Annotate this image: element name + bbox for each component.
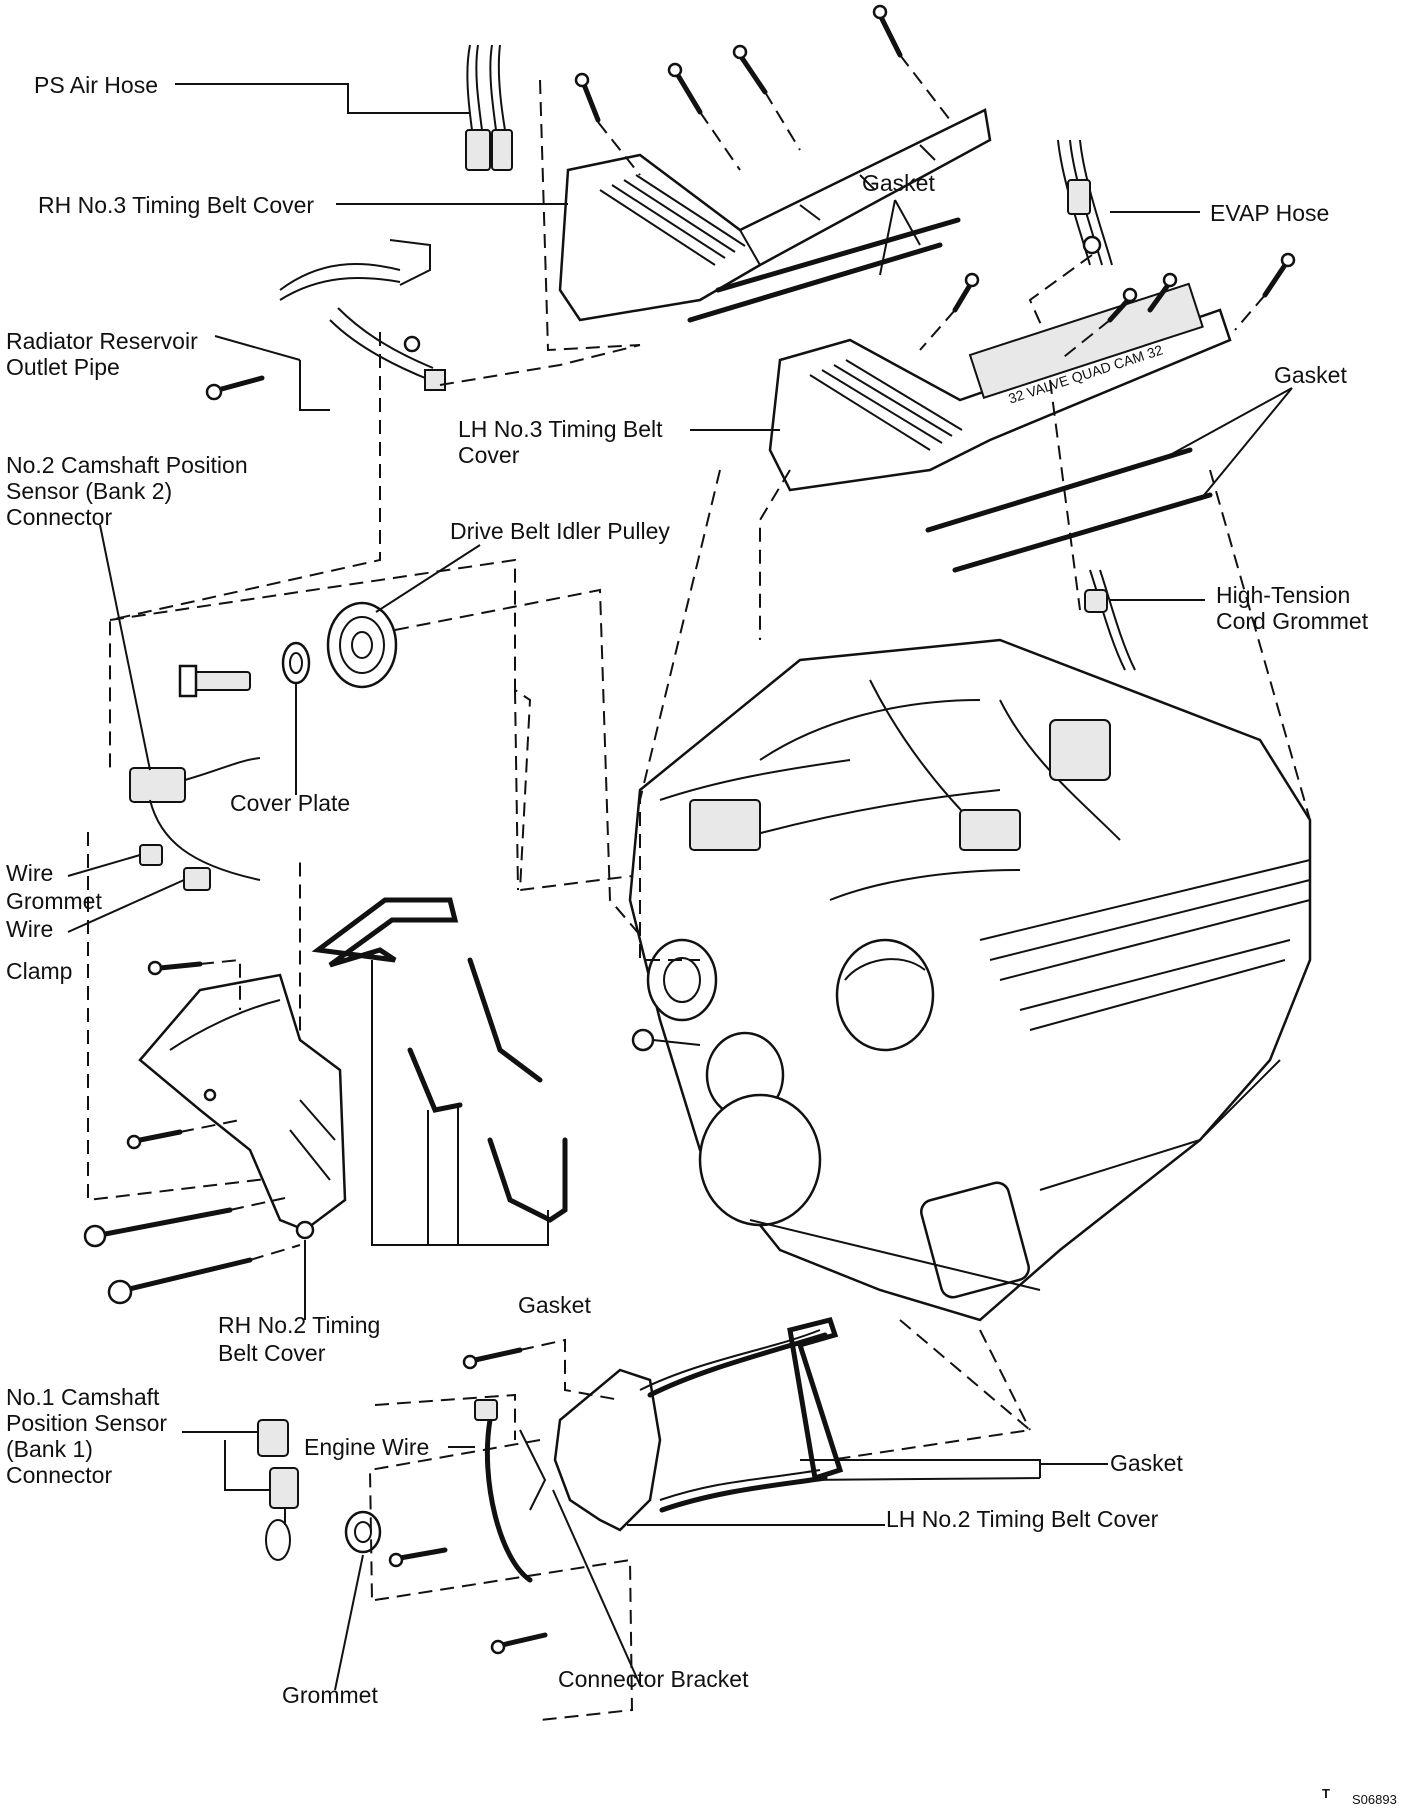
label-gasket-lower: Gasket (1110, 1450, 1183, 1476)
label-ps-air-hose: PS Air Hose (34, 72, 158, 98)
radiator-pipe-part (279, 239, 446, 411)
rh-no3-cover-part (558, 108, 992, 322)
label-gasket-top: Gasket (862, 170, 935, 196)
label-wire-clamp-1: Wire (6, 916, 54, 942)
figure-code-prefix: T (1322, 1786, 1330, 1801)
label-position-sensor: Position Sensor (6, 1410, 168, 1436)
label-bank-1: (Bank 1) (6, 1436, 93, 1462)
label-connector-bracket: Connector Bracket (558, 1666, 749, 1692)
engine-block (628, 638, 1312, 1322)
label-rh-no2-belt-cover: Belt Cover (218, 1340, 326, 1366)
idler-pulley-part (178, 601, 398, 698)
label-wire-clamp-2: Clamp (6, 958, 73, 984)
label-connector-2: Connector (6, 504, 113, 530)
wire-grommet-part (139, 844, 163, 866)
ht-cord-grommet-part (1084, 569, 1136, 671)
cam-sensor1-connector-part (257, 1419, 299, 1561)
label-gasket-middle: Gasket (518, 1292, 591, 1318)
engine-wire-part (474, 1399, 547, 1583)
label-rh-no3-timing-belt-cover: RH No.3 Timing Belt Cover (38, 192, 315, 218)
label-cover-plate: Cover Plate (230, 790, 351, 816)
label-lh-no3-timing-belt: LH No.3 Timing Belt (458, 416, 663, 442)
label-evap-hose: EVAP Hose (1210, 200, 1330, 226)
label-engine-wire: Engine Wire (304, 1434, 430, 1460)
lh-no3-cover-part (768, 282, 1232, 492)
label-lh-no3-cover: Cover (458, 442, 520, 468)
wire-clamp-part (183, 867, 211, 891)
label-sensor-bank-2: Sensor (Bank 2) (6, 478, 173, 504)
evap-hose-part (1057, 139, 1113, 266)
label-lh-no2-timing-belt-cover: LH No.2 Timing Belt Cover (886, 1506, 1159, 1532)
label-no2-camshaft-position: No.2 Camshaft Position (6, 452, 248, 478)
label-rh-no2-timing: RH No.2 Timing (218, 1312, 381, 1338)
label-no1-camshaft: No.1 Camshaft (6, 1384, 160, 1410)
connector-bracket-leader (552, 1489, 641, 1686)
label-wire-grommet-2: Grommet (6, 888, 102, 914)
label-cord-grommet: Cord Grommet (1216, 608, 1369, 634)
label-connector-1: Connector (6, 1462, 113, 1488)
label-gasket-upper-right: Gasket (1274, 362, 1347, 388)
ps-air-hose-part (465, 44, 513, 171)
label-grommet: Grommet (282, 1682, 378, 1708)
label-wire-grommet-1: Wire (6, 860, 54, 886)
label-drive-belt-idler-pulley: Drive Belt Idler Pulley (450, 518, 670, 544)
grommet-part (344, 1510, 382, 1554)
top-bolts (574, 4, 903, 123)
cam-sensor2-connector-part (129, 757, 261, 881)
figure-code: S06893 (1352, 1792, 1397, 1807)
label-high-tension: High-Tension (1216, 582, 1351, 608)
rh-no2-cover-part (138, 973, 347, 1240)
label-radiator-reservoir: Radiator Reservoir (6, 328, 198, 354)
label-outlet-pipe: Outlet Pipe (6, 354, 120, 380)
lh-no2-cover-part (553, 1317, 844, 1532)
